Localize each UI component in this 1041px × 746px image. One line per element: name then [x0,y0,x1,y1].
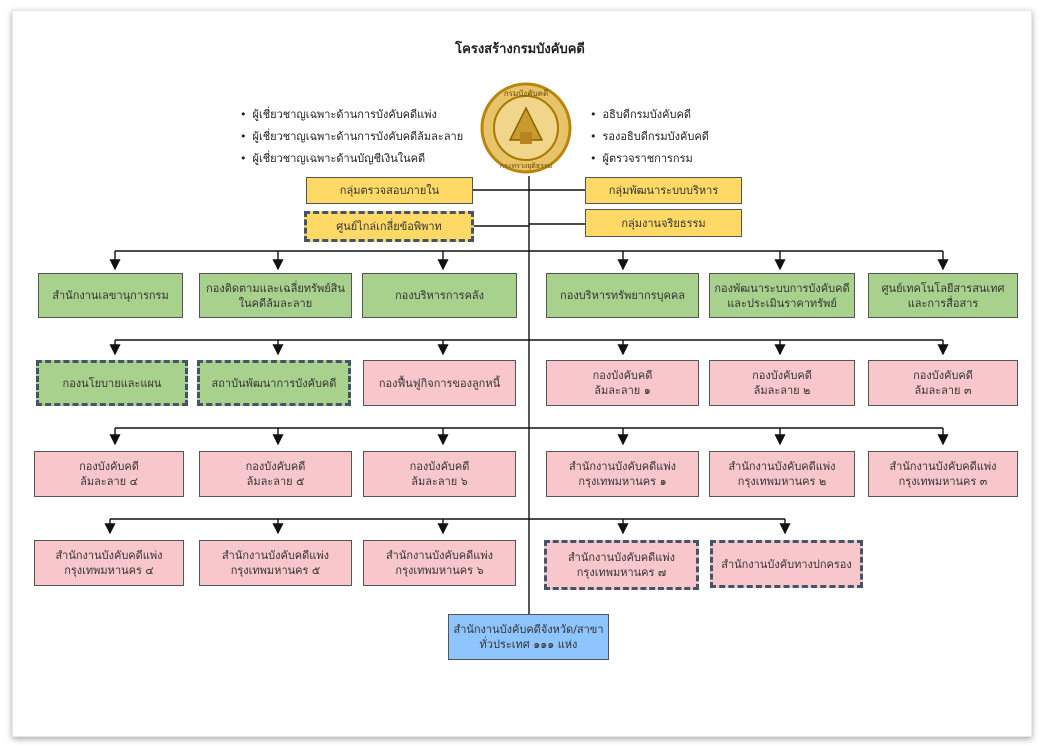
expert-item: ผู้เชี่ยวชาญเฉพาะด้านการบังคับคดีแพ่ง [240,104,463,126]
expert-item: ผู้เชี่ยวชาญเฉพาะด้านการบังคับคดีล้มละลา… [240,126,464,148]
org-unit-box: สำนักงานบังคับคดีแพ่ง กรุงเทพมหานคร ๒ [709,451,855,497]
org-unit-box: สำนักงานบังคับคดีแพ่ง กรุงเทพมหานคร ๖ [363,540,516,586]
org-unit-box: กองบังคับคดี ล้มละลาย ๕ [199,451,352,497]
org-unit-box: กองนโยบายและแผน [36,360,188,406]
department-seal-icon: กรมบังคับคดี กระทรวงยุติธรรม [480,82,572,174]
org-unit-box: สำนักงานบังคับคดีแพ่ง กรุงเทพมหานคร ๔ [34,540,184,586]
org-unit-box: กองบังคับคดี ล้มละลาย ๖ [363,451,516,497]
org-unit-box: สำนักงานบังคับคดีแพ่ง กรุงเทพมหานคร ๓ [868,451,1018,497]
org-unit-box: กองบังคับคดี ล้มละลาย ๒ [709,360,855,406]
admin-dev-box: กลุ่มพัฒนาระบบบริหาร [585,177,742,204]
left-expert-list: ผู้เชี่ยวชาญเฉพาะด้านการบังคับคดีแพ่ง ผู… [240,104,464,170]
org-unit-box: กองบังคับคดี ล้มละลาย ๑ [546,360,699,406]
chart-title: โครงสร้างกรมบังคับคดี [455,42,585,57]
org-unit-box: สำนักงานบังคับคดีแพ่ง กรุงเทพมหานคร ๗ [544,540,699,590]
expert-item: ผู้เชี่ยวชาญเฉพาะด้านบัญชีเงินในคดี [240,148,463,170]
seal-top-text: กรมบังคับคดี [504,89,548,98]
ethics-box: กลุ่มงานจริยธรรม [585,209,742,237]
org-unit-box: กองพัฒนาระบบการบังคับคดี และประเมินราคาท… [709,273,855,318]
org-unit-box: สำนักงานบังคับคดีแพ่ง กรุงเทพมหานคร ๑ [546,451,699,497]
org-unit-box: สำนักงานเลขานุการกรม [38,273,183,318]
mediation-center-box: ศูนย์ไกล่เกลี่ยข้อพิพาท [304,211,474,242]
provincial-offices-box: สำนักงานบังคับคดีจังหวัด/สาขา ทั่วประเทศ… [448,614,609,660]
org-unit-box: กองบังคับคดี ล้มละลาย ๔ [34,451,184,497]
executive-item: รองอธิบดีกรมบังคับคดี [590,126,709,148]
org-unit-box: กองติดตามและเฉลี่ยทรัพย์สิน ในคดีล้มละลา… [199,273,352,318]
org-unit-box: กองบังคับคดี ล้มละลาย ๓ [868,360,1018,406]
org-unit-box: สำนักงานบังคับทางปกครอง [710,540,863,588]
executive-item: ผู้ตรวจราชการกรม [590,148,709,170]
internal-audit-box: กลุ่มตรวจสอบภายใน [306,177,473,204]
right-executive-list: อธิบดีกรมบังคับคดี รองอธิบดีกรมบังคับคดี… [590,104,709,170]
org-unit-box: กองบริหารการคลัง [362,273,517,318]
org-unit-box: สถาบันพัฒนาการบังคับคดี [197,360,351,406]
seal-bottom-text: กระทรวงยุติธรรม [500,162,553,170]
org-unit-box: สำนักงานบังคับคดีแพ่ง กรุงเทพมหานคร ๕ [199,540,352,586]
org-unit-box: กองบริหารทรัพยากรบุคคล [546,273,699,318]
executive-item: อธิบดีกรมบังคับคดี [590,104,709,126]
org-unit-box: ศูนย์เทคโนโลยีสารสนเทศ และการสื่อสาร [868,273,1018,318]
org-unit-box: กองฟื้นฟูกิจการของลูกหนี้ [363,360,516,406]
